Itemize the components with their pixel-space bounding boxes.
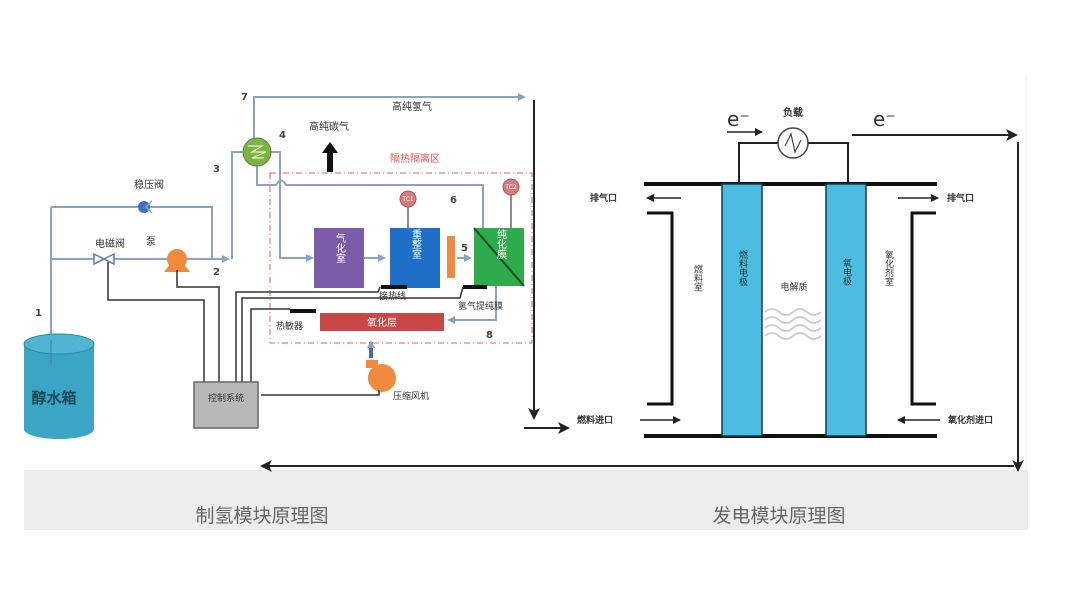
pipe-network [50, 93, 526, 348]
thermistor-label: 热敏器 [276, 320, 303, 332]
fuel-chamber-wall [647, 211, 674, 406]
solenoid-valve-label: 电磁阀 [95, 237, 125, 250]
vaporizer-label: 气化室 [334, 232, 346, 263]
node-1: 1 [35, 308, 42, 319]
fuel-electrode-label: 燃料电极 [737, 249, 748, 287]
load-label: 负载 [783, 106, 803, 119]
membrane-divider [473, 227, 525, 287]
thermocouple-2-label: TC2 [504, 184, 517, 191]
fuel-inlet-label: 燃料进口 [577, 414, 613, 426]
ac-symbol [784, 132, 802, 154]
control-system-label: 控制系统 [208, 392, 244, 404]
fuel-chamber-label: 燃料室 [692, 263, 703, 291]
methanol-water-tank: 醇水箱 [23, 333, 95, 439]
relief-valve-icon[interactable] [138, 201, 150, 213]
node-8: 8 [486, 330, 493, 341]
oxidant-chamber-wall [910, 211, 936, 406]
pipe-relief-loop [51, 206, 213, 258]
electron-right-label: e⁻ [873, 107, 896, 131]
insulation-zone-label: 隔热隔离区 [390, 152, 440, 165]
high-purity-h2-label: 高纯氢气 [392, 100, 432, 113]
oxidant-inlet-label: 氧化剂进口 [947, 414, 993, 426]
electrolyte-label: 电解质 [780, 281, 807, 293]
heating-element-2 [463, 285, 487, 289]
oxygen-electrode-label: 氧电极 [841, 257, 852, 286]
exhaust-gas-label: 高纯碳气 [309, 120, 349, 133]
module-connectors [260, 100, 1024, 472]
caption-band [24, 470, 1028, 530]
pump-label: 泵 [146, 236, 156, 248]
control-system-box[interactable] [193, 381, 259, 429]
node-7: 7 [241, 92, 248, 103]
thermocouple-1-icon [399, 190, 417, 208]
solenoid-valve-icon[interactable] [93, 252, 115, 266]
thermocouple-1-label: TC1 [401, 196, 414, 203]
heating-element-1 [381, 285, 407, 289]
heat-exchanger-icon [242, 137, 272, 167]
reformer-label: 重整室 [410, 228, 422, 259]
oxygen-electrode [825, 183, 867, 437]
power-generation-module: 负载 e⁻ e⁻ 燃料电极 氧电极 电解质 燃料室 氧化剂室 排气口 排气口 燃… [577, 106, 1018, 438]
heating-wire-label: 接热线 [379, 290, 406, 302]
oxidant-chamber-label: 氧化剂室 [883, 249, 894, 286]
insulation-zone [269, 172, 533, 344]
purifier-label: 纯化膜 [495, 228, 507, 260]
electron-left-label: e⁻ [727, 107, 750, 131]
oxidation-layer-label: 氧化层 [367, 316, 397, 329]
relief-valve-label: 稳压阀 [134, 178, 164, 191]
exhaust-arrow-icon [322, 142, 338, 172]
node-3: 3 [213, 164, 220, 175]
exhaust-left-label: 排气口 [590, 192, 617, 204]
h2-membrane-label: 氢气提纯膜 [458, 300, 503, 312]
hydrogen-production-module: 隔热隔离区 稳压阀 [23, 92, 533, 439]
oxidation-layer [320, 313, 444, 331]
node-2: 2 [213, 267, 220, 278]
reformer-chamber [390, 228, 440, 288]
caption-hydrogen-module: 制氢模块原理图 [195, 505, 328, 527]
pipe-to-exchanger [231, 151, 244, 259]
electrolyte-wave-icon [764, 308, 822, 340]
exhaust-right-label: 排气口 [947, 192, 974, 204]
node-5: 5 [461, 243, 468, 254]
heating-element-3 [290, 309, 316, 313]
pump-icon[interactable] [164, 249, 190, 272]
thermocouple-2-icon [502, 178, 520, 196]
pipe-exchanger-right [270, 151, 314, 262]
relief-valve-chevron [144, 200, 153, 214]
node-4: 4 [279, 130, 286, 141]
tank-label: 醇水箱 [31, 389, 76, 407]
vaporizer-chamber [314, 228, 364, 288]
heater-plate [447, 236, 455, 278]
node-6: 6 [450, 195, 457, 206]
pipe-purifier-oxidation [447, 285, 497, 324]
blower-label: 压缩风机 [393, 390, 429, 402]
pipe-loop-6 [256, 166, 484, 228]
control-wires [107, 262, 464, 396]
caption-power-module: 发电模块原理图 [712, 505, 845, 527]
pipe-high-purity-h2 [253, 93, 526, 140]
blower-icon[interactable] [366, 360, 396, 392]
fuel-electrode [721, 183, 763, 437]
